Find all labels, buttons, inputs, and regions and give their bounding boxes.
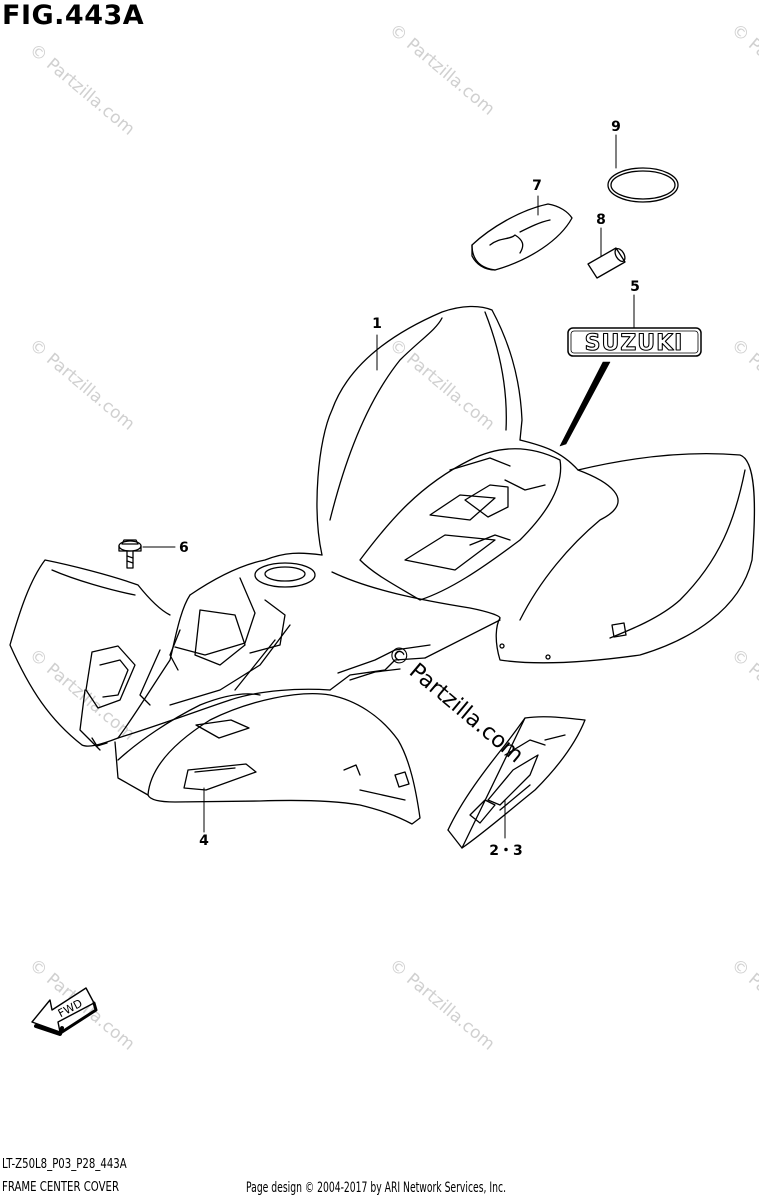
part-6-bolt[interactable] <box>118 539 142 569</box>
diagram-name: FRAME CENTER COVER <box>2 1180 119 1195</box>
callout-6: 6 <box>179 540 189 556</box>
fwd-label: FWD <box>56 997 85 1021</box>
callout-2-3: 2・3 <box>489 843 522 859</box>
callout-8: 8 <box>596 212 606 228</box>
callout-5: 5 <box>630 279 640 295</box>
figure-title: FIG.443A <box>2 0 145 31</box>
part-1-frame-center-cover[interactable] <box>9 305 756 751</box>
callout-1: 1 <box>372 316 382 332</box>
part-8-cylinder[interactable] <box>587 247 627 279</box>
callout-9: 9 <box>611 119 621 135</box>
part-9-o-ring[interactable] <box>607 167 679 203</box>
callout-4: 4 <box>199 833 209 849</box>
suzuki-emblem-text: SUZUKI <box>585 331 684 356</box>
diagram-code: LT-Z50L8_P03_P28_443A <box>2 1157 127 1172</box>
copyright-text: Page design © 2004-2017 by ARI Network S… <box>246 1180 507 1196</box>
part-4-side-cover[interactable] <box>114 693 421 825</box>
leader-lines <box>142 134 635 839</box>
part-2-3-decal[interactable] <box>447 716 586 849</box>
fwd-arrow-icon: FWD <box>31 987 98 1036</box>
emblem-pointer <box>559 361 611 447</box>
callout-7: 7 <box>532 178 542 194</box>
part-7-pad[interactable] <box>471 203 573 271</box>
